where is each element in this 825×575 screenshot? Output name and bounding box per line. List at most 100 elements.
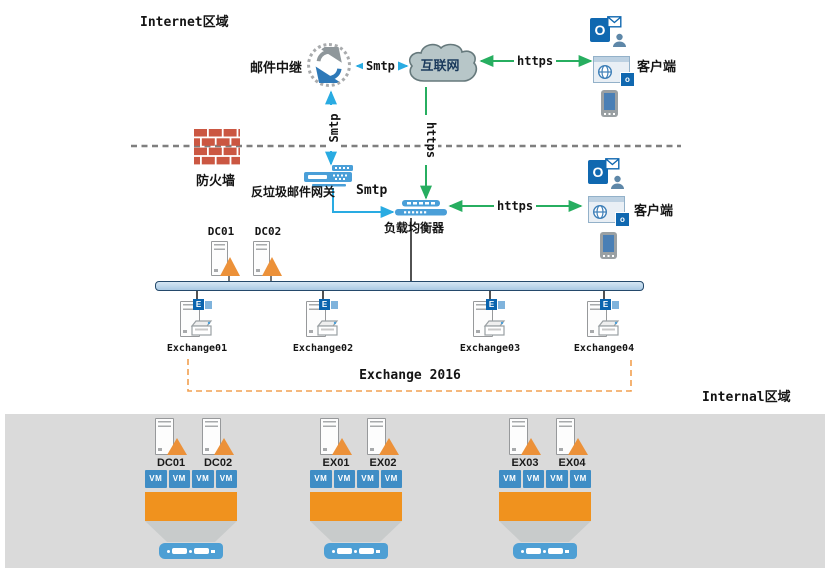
- person-icon: [613, 33, 626, 47]
- storage-slot: [548, 548, 563, 554]
- vm-row: VM VM VM VM: [499, 470, 591, 488]
- exchange-logo-icon: E: [486, 299, 497, 310]
- outlook-tile: O: [588, 160, 608, 184]
- firewall-label: 防火墙: [196, 174, 236, 189]
- exchange-group-label: Exchange 2016: [359, 368, 461, 383]
- envelope-icon: [605, 158, 620, 170]
- host-label: EX03: [511, 457, 539, 469]
- exchange-logo-icon: E: [319, 299, 330, 310]
- vm-tile: VM: [333, 470, 355, 488]
- client-mid-label: 客户端: [634, 204, 674, 219]
- outlook-icon: O: [590, 16, 628, 48]
- exchange01-label: Exchange01: [166, 343, 228, 354]
- exchange03-server-icon: E: [473, 299, 511, 341]
- exchange01-server-icon: E: [180, 299, 218, 341]
- hypervisor-block: [310, 492, 402, 521]
- dc01-label: DC01: [207, 225, 235, 238]
- hypervisor-block: [145, 492, 237, 521]
- browser-titlebar: [589, 197, 624, 202]
- internet-zone-label: Internet区域: [140, 15, 229, 30]
- phone-screen: [604, 93, 615, 110]
- vm-tile: VM: [522, 470, 544, 488]
- smtp-gateway-lb-label: Smtp: [356, 183, 388, 198]
- dc02-ad-triangle-icon: [262, 257, 282, 276]
- storage-slot: [172, 548, 187, 554]
- webmail-browser-icon: o: [588, 196, 630, 227]
- antispam-gateway-icon: [302, 164, 360, 192]
- exchange-group-bracket: [187, 359, 632, 392]
- storage-led: [543, 549, 546, 553]
- browser-titlebar: [594, 57, 629, 62]
- exchange-logo-shadow: [498, 301, 505, 309]
- https-cloud-lb-label: https: [424, 115, 438, 165]
- envelope-icon: [607, 16, 622, 28]
- network-bus: [155, 281, 644, 291]
- exchange-logo-shadow: [612, 301, 619, 309]
- exchange02-label: Exchange02: [292, 343, 354, 354]
- storage-port: [376, 549, 380, 553]
- storage-funnel: [145, 521, 237, 542]
- outlook-mini-icon: o: [615, 212, 630, 227]
- internal-zone-label: Internal区域: [702, 390, 791, 405]
- person-icon: [611, 175, 624, 189]
- antispam-gateway-label: 反垃圾邮件网关: [251, 185, 336, 199]
- storage-port: [565, 549, 569, 553]
- storage-port: [211, 549, 215, 553]
- smtp-gateway-lb-arrow: [332, 188, 395, 218]
- webmail-browser-icon: o: [593, 56, 635, 87]
- mail-device-icon: [483, 320, 506, 336]
- exchange03-label: Exchange03: [459, 343, 521, 354]
- exchange04-server-icon: E: [587, 299, 625, 341]
- virtual-host-group-ex12: EX01 EX02 VM VM VM VM: [310, 418, 402, 563]
- storage-array-icon: [159, 543, 223, 559]
- phone-screen: [603, 235, 614, 252]
- sync-arrows-icon: [315, 47, 342, 83]
- ad-triangle-icon: [568, 438, 588, 455]
- storage-funnel: [499, 521, 591, 542]
- load-balancer-icon: [394, 199, 448, 223]
- outlook-tile: O: [590, 18, 610, 42]
- storage-led: [332, 549, 335, 553]
- client-top-label: 客户端: [637, 60, 677, 75]
- storage-slot: [359, 548, 374, 554]
- smtp-relay-cloud-label: Smtp: [363, 59, 398, 73]
- vm-tile: VM: [499, 470, 521, 488]
- ad-triangle-icon: [214, 438, 234, 455]
- storage-led: [189, 549, 192, 553]
- globe-icon: [597, 64, 613, 80]
- host-label: EX01: [322, 457, 350, 469]
- storage-led: [521, 549, 524, 553]
- internet-cloud-label: 互联网: [420, 59, 460, 74]
- storage-led: [167, 549, 170, 553]
- vm-row: VM VM VM VM: [310, 470, 402, 488]
- vm-tile: VM: [569, 470, 591, 488]
- https-cloud-client-label: https: [514, 54, 557, 68]
- firewall-icon: [194, 129, 240, 170]
- ad-triangle-icon: [332, 438, 352, 455]
- storage-led: [354, 549, 357, 553]
- ad-triangle-icon: [379, 438, 399, 455]
- virtual-host-group-dc: DC01 DC02 VM VM VM VM: [145, 418, 237, 563]
- host-label: EX02: [369, 457, 397, 469]
- vm-tile: VM: [546, 470, 568, 488]
- globe-icon: [592, 204, 608, 220]
- storage-funnel: [310, 521, 402, 542]
- mail-relay-icon: [307, 43, 351, 87]
- internet-cloud-icon: [404, 40, 480, 90]
- vm-tile: VM: [215, 470, 237, 488]
- vm-tile: VM: [192, 470, 214, 488]
- virtual-host-group-ex34: EX03 EX04 VM VM VM VM: [499, 418, 591, 563]
- vm-tile: VM: [380, 470, 402, 488]
- phone-buttons: [603, 255, 614, 257]
- outlook-icon: O: [588, 158, 626, 190]
- mobile-phone-icon: [600, 232, 617, 259]
- ad-triangle-icon: [167, 438, 187, 455]
- mail-relay-label: 邮件中继: [250, 61, 303, 76]
- vm-tile: VM: [310, 470, 332, 488]
- mail-device-icon: [190, 320, 213, 336]
- storage-array-icon: [324, 543, 388, 559]
- hypervisor-block: [499, 492, 591, 521]
- smtp-relay-gateway-label: Smtp: [327, 105, 341, 151]
- exchange-logo-icon: E: [600, 299, 611, 310]
